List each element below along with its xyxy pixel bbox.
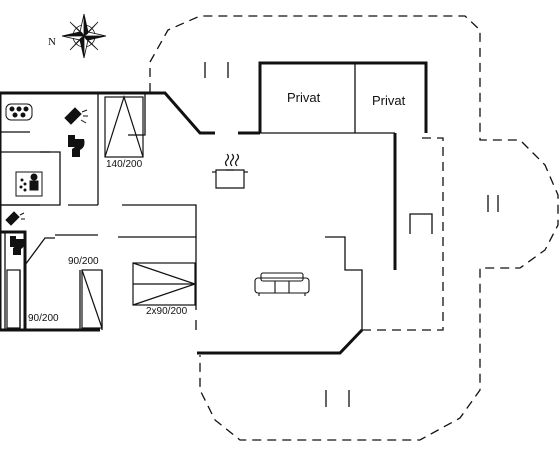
beds [6, 95, 197, 329]
terrace-outline [149, 15, 559, 441]
bed-label-2x90: 2x90/200 [146, 306, 188, 317]
bed-140-200 [104, 96, 144, 158]
shower-icon [5, 211, 25, 226]
bed-90-200-lower [6, 269, 21, 329]
window-marks [204, 62, 499, 407]
room-label-privat-left: Privat [287, 90, 321, 105]
sauna-icon [15, 171, 43, 197]
toilet-icon [68, 135, 85, 157]
walls-thick [0, 61, 428, 355]
bed-label-90-upper: 90/200 [68, 256, 99, 267]
compass-north-label: N [48, 36, 56, 48]
room-label-privat-right: Privat [372, 93, 406, 108]
shower-icon [64, 107, 88, 125]
kitchen-pot-icon [212, 153, 248, 189]
bed-label-140: 140/200 [106, 159, 143, 170]
toilet-icon [10, 236, 25, 255]
walls-thin [0, 63, 395, 330]
compass-rose-icon [61, 13, 107, 59]
whirlpool-icon [5, 103, 33, 121]
bed-90-200-upper [81, 269, 103, 329]
bed-label-90-lower: 90/200 [28, 313, 59, 324]
sofa-icon [254, 272, 310, 296]
